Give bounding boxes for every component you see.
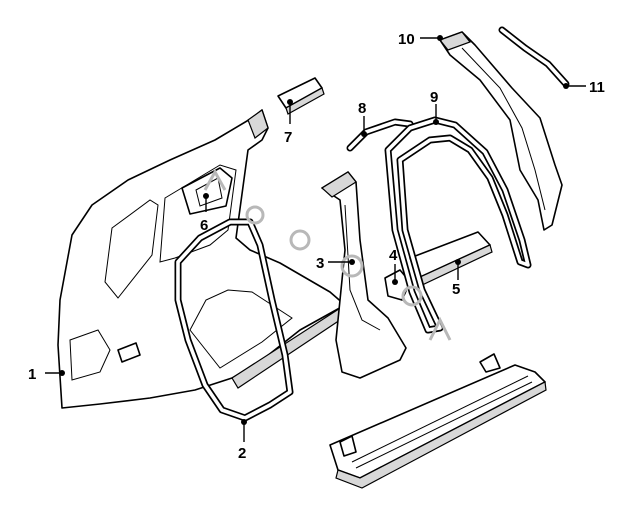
rear-pillar-reinforcement xyxy=(439,31,563,231)
callout-1: 1 xyxy=(28,366,65,383)
svg-text:9: 9 xyxy=(430,89,438,106)
svg-text:2: 2 xyxy=(238,445,246,462)
callout-6: 6 xyxy=(200,193,209,234)
svg-text:4: 4 xyxy=(389,247,398,264)
svg-text:7: 7 xyxy=(284,129,292,146)
callout-8: 8 xyxy=(358,100,367,137)
callout-11: 11 xyxy=(563,79,605,96)
callout-4: 4 xyxy=(389,247,398,285)
svg-text:3: 3 xyxy=(316,255,324,272)
callout-9: 9 xyxy=(430,89,439,125)
side-body-panel xyxy=(57,109,353,409)
callout-3: 3 xyxy=(316,255,355,272)
sill-rail xyxy=(409,231,493,287)
svg-text:1: 1 xyxy=(28,366,36,383)
upper-door-seal xyxy=(346,118,414,152)
svg-text:6: 6 xyxy=(200,217,208,234)
roof-rail-seal-strip xyxy=(498,26,570,88)
callout-10: 10 xyxy=(398,31,443,48)
callout-7: 7 xyxy=(284,99,293,146)
callout-5: 5 xyxy=(452,259,461,298)
svg-text:10: 10 xyxy=(398,31,415,48)
door-opening-weatherstrip xyxy=(174,218,294,422)
callout-2: 2 xyxy=(238,419,247,462)
svg-text:11: 11 xyxy=(589,79,605,96)
watermark-logo xyxy=(203,168,452,341)
running-board xyxy=(329,353,547,489)
svg-text:5: 5 xyxy=(452,281,460,298)
svg-text:8: 8 xyxy=(358,100,366,117)
rear-door-weatherstrip xyxy=(384,116,532,334)
roof-trim-piece xyxy=(277,77,325,115)
